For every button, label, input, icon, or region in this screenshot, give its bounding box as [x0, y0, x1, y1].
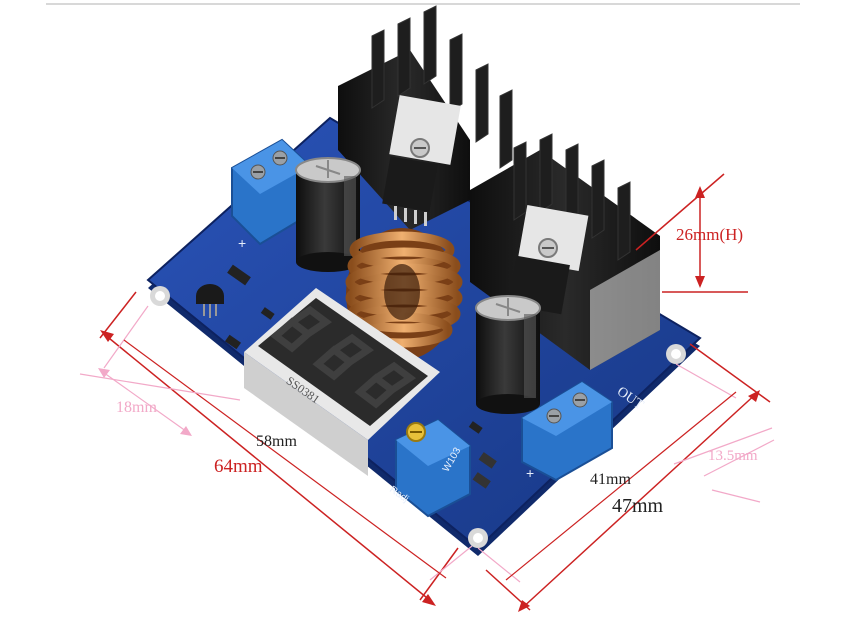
transistor — [196, 284, 224, 318]
top-divider-line — [46, 3, 800, 5]
dimension-width-total: 64mm — [99, 291, 459, 606]
input-terminal-block — [231, 138, 311, 246]
capacitor-input — [295, 157, 361, 272]
seven-segment-display: SS0381 — [244, 288, 440, 476]
plus-label-output: + — [526, 465, 534, 481]
offset-left-label: 18mm — [116, 399, 157, 416]
dimension-offset-left: 18mm — [79, 368, 241, 436]
potentiometer: W103 Radj — [387, 418, 471, 518]
display-digit-3 — [354, 361, 417, 409]
dimension-offset-right: 13.5mm — [673, 427, 775, 503]
capacitor-output — [475, 295, 541, 414]
output-terminal-block — [521, 380, 613, 482]
depth-total-label: 47mm — [612, 495, 664, 517]
plus-label-input: + — [238, 235, 246, 251]
display-digit-2 — [312, 333, 375, 381]
width-total-label: 64mm — [214, 456, 263, 477]
dimension-width-holes: 58mm — [103, 305, 473, 581]
dimension-height: 26mm(H) — [635, 173, 748, 293]
mounting-holes — [150, 286, 686, 548]
depth-holes-label: 41mm — [590, 471, 631, 488]
height-label: 26mm(H) — [676, 225, 743, 244]
heatsink-left — [338, 5, 513, 230]
width-holes-label: 58mm — [256, 433, 297, 450]
offset-right-label: 13.5mm — [708, 448, 758, 464]
dimension-depth-total: 47mm — [485, 343, 771, 612]
smd-components — [224, 264, 497, 489]
dimension-depth-holes: 41mm — [477, 363, 737, 583]
display-digit-1 — [270, 305, 333, 353]
